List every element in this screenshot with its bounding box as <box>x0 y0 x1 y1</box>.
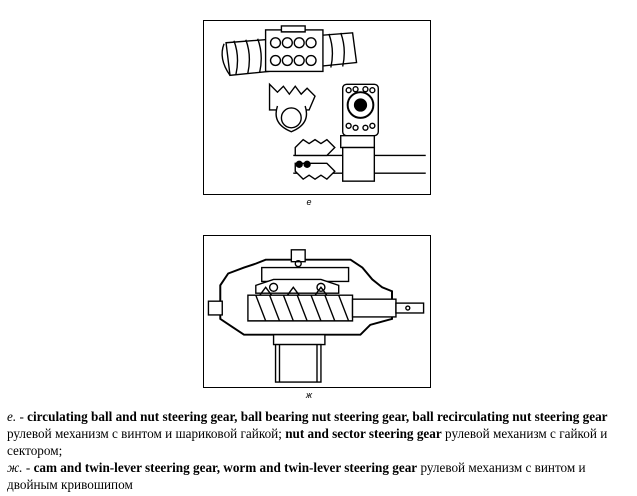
russian-screw-twin-crank: рулевой механизм с винтом и двойным крив… <box>7 460 586 492</box>
caption-letter-e: е. <box>7 409 17 424</box>
twin-lever-gear-illustration <box>207 249 425 383</box>
term-ball-recirculating: ball recirculating nut steering gear <box>412 409 608 424</box>
caption-line-zh: ж. - cam and twin-lever steering gear, w… <box>7 459 632 493</box>
caption-dash-e: - <box>16 409 28 424</box>
term-cam-twin-lever: cam and twin-lever steering gear, <box>33 460 220 475</box>
input-shaft <box>207 298 425 318</box>
figure-zh-label: ж <box>305 390 313 400</box>
caption: е. - circulating ball and nut steering g… <box>7 408 632 493</box>
gear-sector <box>268 82 316 133</box>
term-circulating-ball: circulating ball and nut steering gear, <box>27 409 238 424</box>
term-nut-and-sector: nut and sector steering gear <box>285 426 442 441</box>
output-shaft <box>272 334 326 383</box>
term-ball-bearing-nut: ball bearing nut steering gear, <box>240 409 410 424</box>
caption-dash-zh: - <box>22 460 34 475</box>
figure-zh-drawing <box>203 235 431 388</box>
lower-shaft <box>293 134 426 182</box>
russian-screw-ball-nut: рулевой механизм с винтом и шариковой га… <box>7 426 282 441</box>
caption-letter-zh: ж. <box>7 460 23 475</box>
ball-nut-gear-illustration <box>221 25 426 182</box>
right-nut-housing <box>342 83 379 137</box>
russian-nut-sector: рулевой механизм с гайкой и сектором; <box>7 426 608 458</box>
ball-nut <box>264 25 324 73</box>
term-worm-twin-lever: worm and twin-lever steering gear <box>223 460 418 475</box>
figure-e-drawing <box>203 20 431 195</box>
twin-lever <box>255 278 340 294</box>
worm-cam <box>247 286 354 322</box>
figure-e-label: е <box>306 197 312 207</box>
caption-line-e: е. - circulating ball and nut steering g… <box>7 408 632 459</box>
